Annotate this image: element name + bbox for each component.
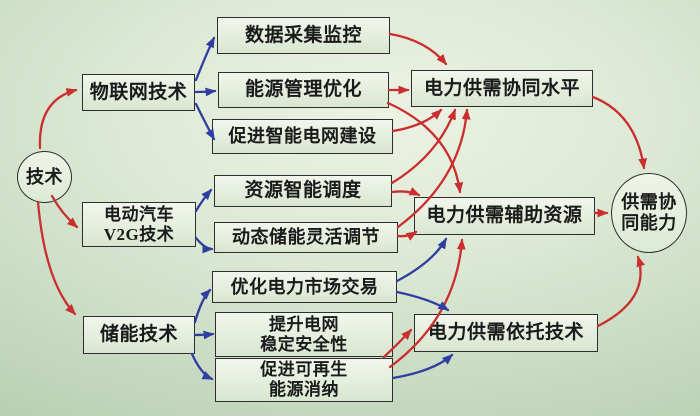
node-label-reliance-technology: 电力供需依托技术 — [427, 322, 584, 344]
edge-iot-to-data-monitoring — [194, 36, 216, 82]
node-iot: 物联网技术 — [82, 74, 195, 111]
node-label-energy-storage: 储能技术 — [99, 324, 178, 346]
node-data-monitoring: 数据采集监控 — [217, 17, 390, 54]
node-market: 优化电力市场交易 — [212, 271, 397, 303]
node-label-ev-v2g: 电动汽车 V2G技术 — [103, 204, 175, 244]
edge-technology-to-iot — [38, 88, 78, 150]
node-energy-storage: 储能技术 — [83, 316, 195, 354]
edge-ev-v2g-to-dispatch — [194, 188, 213, 213]
edge-coordination-level-to-capability — [591, 95, 647, 170]
node-label-iot: 物联网技术 — [89, 81, 188, 103]
edge-dispatch-to-coordination-level — [390, 108, 457, 185]
edge-iot-to-energy-mgmt — [194, 87, 217, 97]
node-label-auxiliary-resources: 电力供需辅助资源 — [426, 205, 583, 227]
node-label-grid-stability: 提升电网 稳定安全性 — [260, 314, 348, 354]
node-energy-mgmt: 能源管理优化 — [218, 72, 389, 108]
node-label-smart-grid: 促进智能电网建设 — [228, 126, 377, 147]
node-label-dispatch: 资源智能调度 — [244, 180, 362, 202]
node-label-data-monitoring: 数据采集监控 — [244, 24, 362, 46]
edge-energy-mgmt-to-auxiliary-resources — [386, 101, 464, 194]
node-coordination-level: 电力供需协同水平 — [411, 70, 593, 107]
edge-energy-storage-to-grid-stability — [193, 330, 215, 340]
node-label-technology: 技术 — [26, 166, 63, 187]
node-ev-v2g: 电动汽车 V2G技术 — [82, 202, 196, 247]
node-smart-grid: 促进智能电网建设 — [212, 119, 393, 154]
edge-dispatch-to-auxiliary-resources — [390, 187, 421, 197]
node-dynamic-storage: 动态储能灵活调节 — [214, 222, 398, 253]
edge-data-monitoring-to-coordination-level — [388, 32, 448, 66]
node-capability: 供需协 同能力 — [611, 173, 687, 253]
node-auxiliary-resources: 电力供需辅助资源 — [414, 197, 595, 235]
node-label-capability: 供需协 同能力 — [621, 192, 677, 233]
edge-market-to-reliance-technology — [395, 290, 450, 312]
edge-smart-grid-to-coordination-level — [391, 108, 443, 133]
node-renewable: 促进可再生 能源消纳 — [215, 358, 393, 402]
node-grid-stability: 提升电网 稳定安全性 — [215, 312, 393, 357]
node-technology: 技术 — [17, 151, 72, 203]
node-label-dynamic-storage: 动态储能灵活调节 — [232, 227, 380, 248]
edge-ev-v2g-to-dynamic-storage — [194, 236, 214, 254]
edge-renewable-to-reliance-technology — [391, 353, 454, 380]
node-label-renewable: 促进可再生 能源消纳 — [260, 360, 348, 399]
edge-technology-to-energy-storage — [36, 200, 77, 316]
edge-reliance-technology-to-capability — [596, 255, 646, 328]
node-reliance-technology: 电力供需依托技术 — [414, 314, 598, 352]
node-dispatch: 资源智能调度 — [214, 175, 392, 207]
node-label-coordination-level: 电力供需协同水平 — [423, 77, 580, 99]
edge-energy-storage-to-market — [193, 288, 212, 324]
node-label-market: 优化电力市场交易 — [230, 276, 379, 297]
edge-energy-storage-to-renewable — [190, 352, 214, 381]
node-label-energy-mgmt: 能源管理优化 — [244, 79, 362, 101]
edge-market-to-auxiliary-resources — [395, 237, 448, 283]
